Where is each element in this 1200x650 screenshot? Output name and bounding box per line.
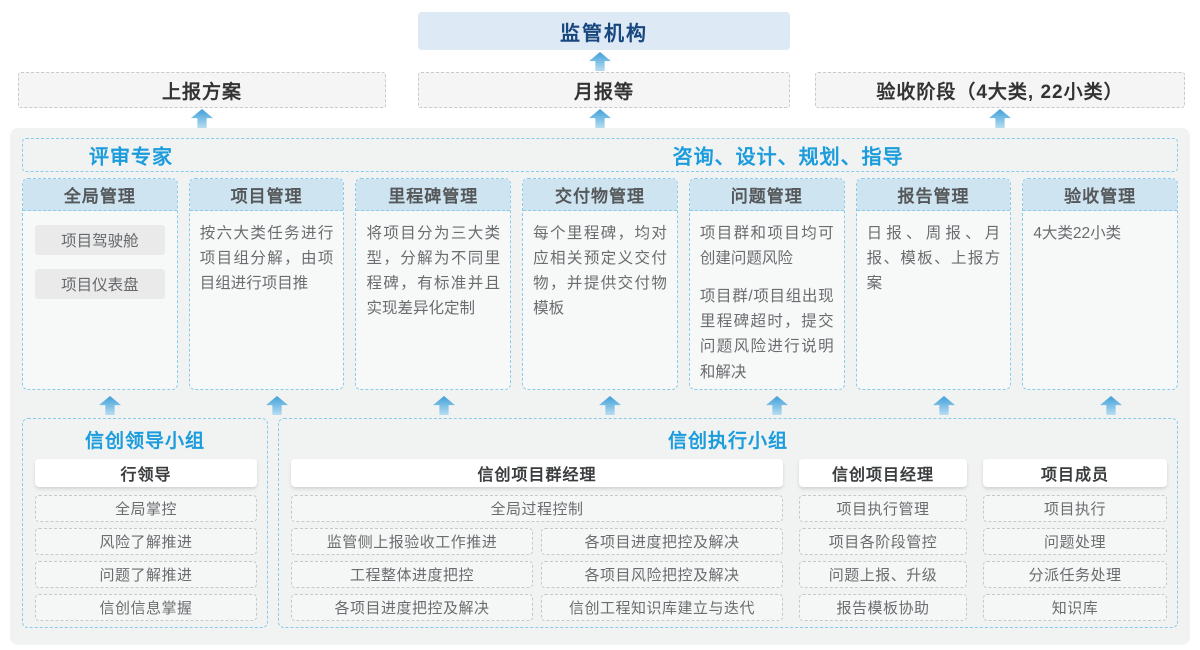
duty-item: 各项目进度把控及解决 bbox=[291, 594, 533, 621]
column-issue-management: 问题管理 项目群和项目均可创建问题风险 项目群/项目组出现里程碑超时，提交问题风… bbox=[688, 178, 845, 390]
up-arrow-icon bbox=[989, 109, 1011, 128]
channel-report-plan: 上报方案 bbox=[18, 72, 386, 108]
duty-item: 全局过程控制 bbox=[291, 495, 783, 522]
duty-item: 知识库 bbox=[983, 594, 1167, 621]
up-arrow-icon bbox=[266, 396, 288, 415]
column-title: 验收管理 bbox=[1023, 179, 1178, 211]
up-arrow-icon bbox=[589, 52, 611, 71]
duty-item: 问题了解推进 bbox=[35, 561, 257, 588]
regulator-box: 监管机构 bbox=[418, 12, 790, 50]
chip-project-dashboard: 项目仪表盘 bbox=[35, 269, 165, 299]
column-body: 每个里程碑，均对应相关预定义交付物，并提供交付物模板 bbox=[523, 211, 677, 331]
duty-item: 分派任务处理 bbox=[983, 561, 1167, 588]
duty-item: 风险了解推进 bbox=[35, 528, 257, 555]
column-report-management: 报告管理 日报、周报、月报、模板、上报方案 bbox=[855, 178, 1012, 390]
role-program-manager: 信创项目群经理 bbox=[291, 459, 783, 487]
column-text: 4大类22小类 bbox=[1033, 225, 1122, 242]
column-title: 项目管理 bbox=[189, 179, 344, 211]
up-arrow-icon bbox=[433, 396, 455, 415]
execution-group: 信创执行小组 信创项目群经理 全局过程控制 监管侧上报验收工作推进 工程整体进度… bbox=[278, 418, 1178, 628]
duty-item: 信创工程知识库建立与迭代 bbox=[541, 594, 783, 621]
duty-item: 问题上报、升级 bbox=[799, 561, 967, 588]
duty-item: 监管侧上报验收工作推进 bbox=[291, 528, 533, 555]
up-arrow-icon bbox=[599, 396, 621, 415]
column-text: 每个里程碑，均对应相关预定义交付物，并提供交付物模板 bbox=[533, 225, 667, 318]
leader-group: 信创领导小组 行领导 全局掌控 风险了解推进 问题了解推进 信创信息掌握 bbox=[22, 418, 268, 628]
column-title: 全局管理 bbox=[23, 179, 177, 211]
duty-item: 项目执行 bbox=[983, 495, 1167, 522]
column-body: 按六大类任务进行项目组分解，由项目组进行项目推 bbox=[190, 211, 344, 306]
duty-item: 各项目进度把控及解决 bbox=[541, 528, 783, 555]
column-text: 项目群/项目组出现里程碑超时，提交问题风险进行说明和解决 bbox=[699, 288, 834, 381]
column-text: 日报、周报、月报、模板、上报方案 bbox=[866, 225, 1001, 293]
duty-item: 项目执行管理 bbox=[799, 495, 967, 522]
role-bank-leader: 行领导 bbox=[35, 459, 257, 487]
duty-item: 项目各阶段管控 bbox=[799, 528, 967, 555]
column-title: 问题管理 bbox=[689, 179, 844, 211]
column-body: 将项目分为三大类型，分解为不同里程碑，有标准并且实现差异化定制 bbox=[356, 211, 510, 331]
column-global-management: 全局管理 项目驾驶舱 项目仪表盘 bbox=[22, 178, 178, 390]
up-arrow-icon bbox=[589, 109, 611, 128]
column-title: 交付物管理 bbox=[523, 179, 677, 211]
column-title: 里程碑管理 bbox=[356, 179, 511, 211]
role-project-manager: 信创项目经理 bbox=[799, 459, 967, 487]
column-milestone-management: 里程碑管理 将项目分为三大类型，分解为不同里程碑，有标准并且实现差异化定制 bbox=[355, 178, 512, 390]
leader-group-title: 信创领导小组 bbox=[84, 431, 205, 452]
consult-header: 评审专家 咨询、设计、规划、指导 bbox=[22, 138, 1178, 172]
duty-item: 工程整体进度把控 bbox=[291, 561, 533, 588]
duty-item: 各项目风险把控及解决 bbox=[541, 561, 783, 588]
channel-acceptance-phase: 验收阶段（4大类, 22小类） bbox=[815, 72, 1185, 108]
column-project-management: 项目管理 按六大类任务进行项目组分解，由项目组进行项目推 bbox=[188, 178, 345, 390]
column-body: 项目驾驶舱 项目仪表盘 bbox=[23, 211, 177, 323]
review-experts-label: 评审专家 bbox=[89, 146, 173, 169]
column-acceptance-management: 验收管理 4大类22小类 bbox=[1022, 178, 1179, 390]
duty-item: 信创信息掌握 bbox=[35, 594, 257, 621]
up-arrow-icon bbox=[191, 109, 213, 128]
capability-columns: 全局管理 项目驾驶舱 项目仪表盘 项目管理 按六大类任务进行项目组分解，由项目组… bbox=[22, 178, 1179, 390]
column-title: 报告管理 bbox=[856, 179, 1011, 211]
channel-monthly-report: 月报等 bbox=[418, 72, 790, 108]
consult-design-label: 咨询、设计、规划、指导 bbox=[672, 146, 904, 169]
execution-group-title: 信创执行小组 bbox=[667, 431, 788, 452]
column-text: 将项目分为三大类型，分解为不同里程碑，有标准并且实现差异化定制 bbox=[366, 225, 501, 318]
column-body: 4大类22小类 bbox=[1023, 211, 1177, 256]
column-body: 日报、周报、月报、模板、上报方案 bbox=[857, 211, 1011, 306]
column-deliverable-management: 交付物管理 每个里程碑，均对应相关预定义交付物，并提供交付物模板 bbox=[522, 178, 678, 390]
up-arrow-icon bbox=[1100, 396, 1122, 415]
duty-item: 全局掌控 bbox=[35, 495, 257, 522]
up-arrow-icon bbox=[933, 396, 955, 415]
chip-project-cockpit: 项目驾驶舱 bbox=[35, 225, 165, 255]
role-project-member: 项目成员 bbox=[983, 459, 1167, 487]
platform-container: 评审专家 咨询、设计、规划、指导 全局管理 项目驾驶舱 项目仪表盘 项目管理 按… bbox=[10, 128, 1190, 645]
column-text: 按六大类任务进行项目组分解，由项目组进行项目推 bbox=[199, 225, 334, 293]
column-text: 项目群和项目均可创建问题风险 bbox=[699, 225, 834, 268]
up-arrow-icon bbox=[766, 396, 788, 415]
duty-item: 报告模板协助 bbox=[799, 594, 967, 621]
column-body: 项目群和项目均可创建问题风险 项目群/项目组出现里程碑超时，提交问题风险进行说明… bbox=[690, 211, 844, 389]
up-arrow-icon bbox=[99, 396, 121, 415]
duty-item: 问题处理 bbox=[983, 528, 1167, 555]
